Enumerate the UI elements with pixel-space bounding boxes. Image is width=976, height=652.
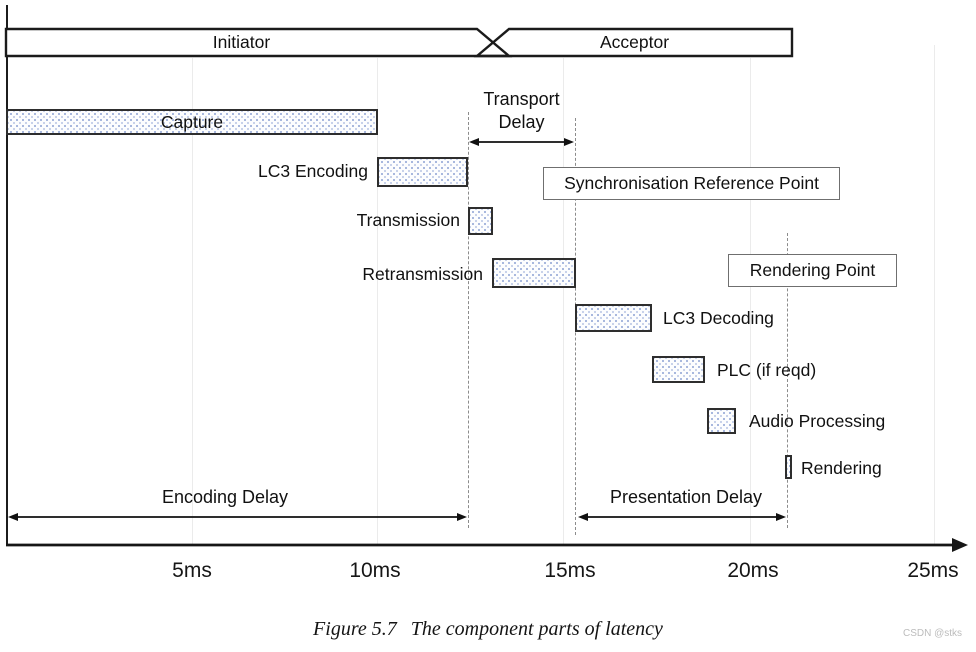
presentation-delay-arrow xyxy=(578,513,786,521)
tick-15ms: 15ms xyxy=(544,559,596,582)
bar-transmission xyxy=(468,207,493,235)
bar-retransmission xyxy=(492,258,576,288)
transport-delay-line2: Delay xyxy=(498,112,545,132)
gridline-5ms xyxy=(192,58,193,545)
y-axis-line xyxy=(6,5,8,545)
watermark: CSDN @stks xyxy=(903,628,963,639)
tick-10ms: 10ms xyxy=(349,559,401,582)
transport-delay-arrow xyxy=(469,138,574,146)
initiator-banner-fill xyxy=(6,29,509,56)
rendering-point-dashed-line xyxy=(787,233,788,528)
sync-reference-point-label: Synchronisation Reference Point xyxy=(564,173,819,193)
bar-plc xyxy=(652,356,705,383)
rendering-point-box: Rendering Point xyxy=(728,254,897,287)
gridline-25ms xyxy=(934,45,935,545)
bar-transmission-label: Transmission xyxy=(356,210,460,230)
bar-retransmission-label: Retransmission xyxy=(362,264,483,284)
transport-delay-label: Transport Delay xyxy=(468,88,575,134)
bar-rendering-label: Rendering xyxy=(801,458,882,478)
transport-delay-line1: Transport xyxy=(483,89,560,109)
figure-caption-title: The component parts of latency xyxy=(410,618,663,640)
tick-5ms: 5ms xyxy=(172,559,212,582)
gridline-10ms xyxy=(377,58,378,545)
bar-lc3-decoding-label: LC3 Decoding xyxy=(663,308,774,328)
bar-lc3-encoding-label: LC3 Encoding xyxy=(258,161,368,181)
bar-lc3-encoding xyxy=(377,157,468,187)
encoding-delay-label: Encoding Delay xyxy=(161,487,289,507)
bar-lc3-decoding xyxy=(575,304,652,332)
initiator-banner-label: Initiator xyxy=(212,32,271,52)
bar-audio-processing-label: Audio Processing xyxy=(749,411,886,431)
encoding-delay-arrow xyxy=(8,513,467,521)
encoding-end-dashed-line xyxy=(468,112,469,528)
bar-rendering xyxy=(785,455,792,479)
bar-capture-label: Capture xyxy=(160,111,224,132)
bar-plc-label: PLC (if reqd) xyxy=(717,360,817,380)
bar-capture: Capture xyxy=(6,109,378,135)
gridline-15ms xyxy=(563,58,564,545)
bar-audio-processing xyxy=(707,408,736,434)
acceptor-banner-label: Acceptor xyxy=(599,32,670,52)
time-axis xyxy=(6,538,968,552)
tick-25ms: 25ms xyxy=(907,559,959,582)
figure-caption: Figure 5.7 The component parts of latency xyxy=(0,618,976,641)
acceptor-banner-fill xyxy=(477,29,792,56)
tick-20ms: 20ms xyxy=(727,559,779,582)
figure-caption-number: Figure 5.7 xyxy=(313,618,397,640)
rendering-point-label: Rendering Point xyxy=(749,260,876,280)
gridline-20ms xyxy=(750,58,751,545)
lane-banners xyxy=(4,27,794,58)
sync-reference-point-box: Synchronisation Reference Point xyxy=(543,167,840,200)
presentation-delay-label: Presentation Delay xyxy=(609,487,763,507)
acceptor-banner-outline xyxy=(473,27,794,58)
